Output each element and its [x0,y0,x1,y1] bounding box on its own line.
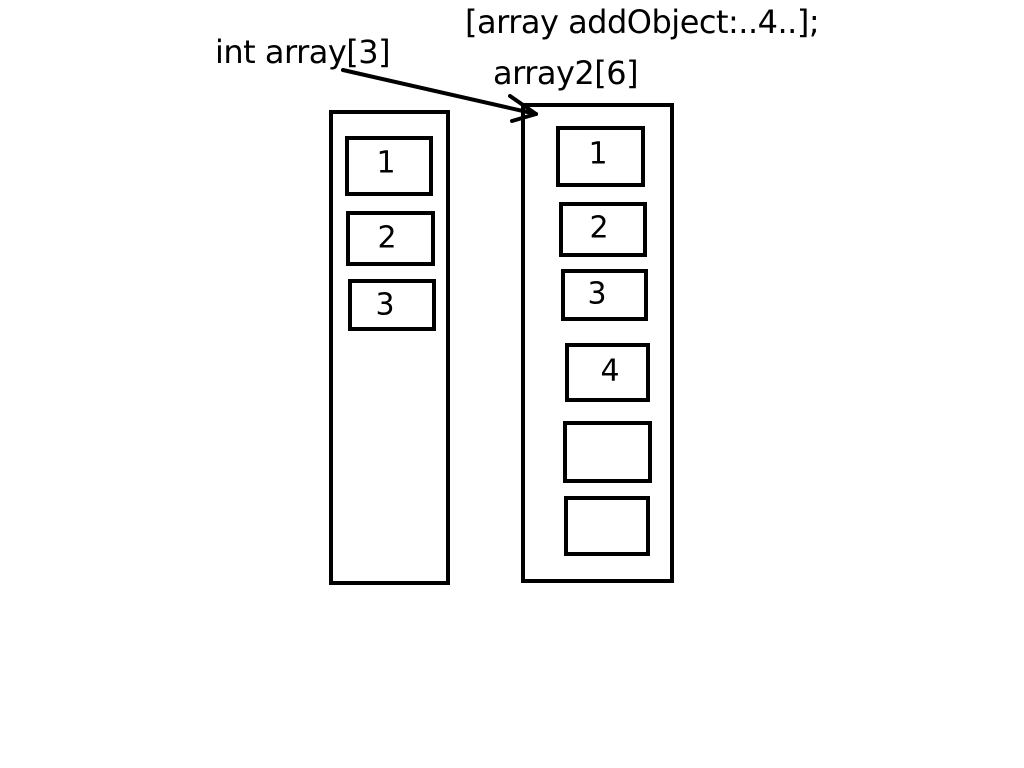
target-cell-box [565,343,650,402]
source-array-label: int array[3] [215,33,391,71]
operation-label: [array addObject:..4..]; [465,3,820,41]
target-array-label: array2[6] [493,54,639,92]
target-array-cell: 3 [561,269,648,321]
source-array-cell: 3 [348,279,436,331]
target-cell-box [561,269,648,321]
target-cell-box [559,202,647,257]
target-cell-box [556,126,645,187]
source-cell-box [346,211,435,266]
source-cell-box [345,136,433,196]
target-array-cell [563,421,652,483]
source-array-cell: 2 [346,211,435,266]
target-array-cell: 1 [556,126,645,187]
source-cell-value: 1 [376,146,395,181]
arrow-head [508,94,538,123]
copy-arrow [341,68,538,123]
target-array-container [521,103,674,583]
target-array-cell: 4 [565,343,650,402]
target-cell-value: 3 [587,277,606,312]
arrow-shaft [341,68,538,116]
source-cell-box [348,279,436,331]
target-array-cell: 2 [559,202,647,257]
target-cell-value: 4 [600,354,619,389]
source-cell-value: 2 [377,221,396,256]
target-cell-box [563,421,652,483]
source-array-cell: 1 [345,136,433,196]
target-cell-value: 2 [589,211,608,246]
target-cell-box [564,496,650,556]
target-cell-value: 1 [588,137,607,172]
target-array-cell [564,496,650,556]
source-array-container [329,110,450,585]
source-cell-value: 3 [375,288,394,323]
